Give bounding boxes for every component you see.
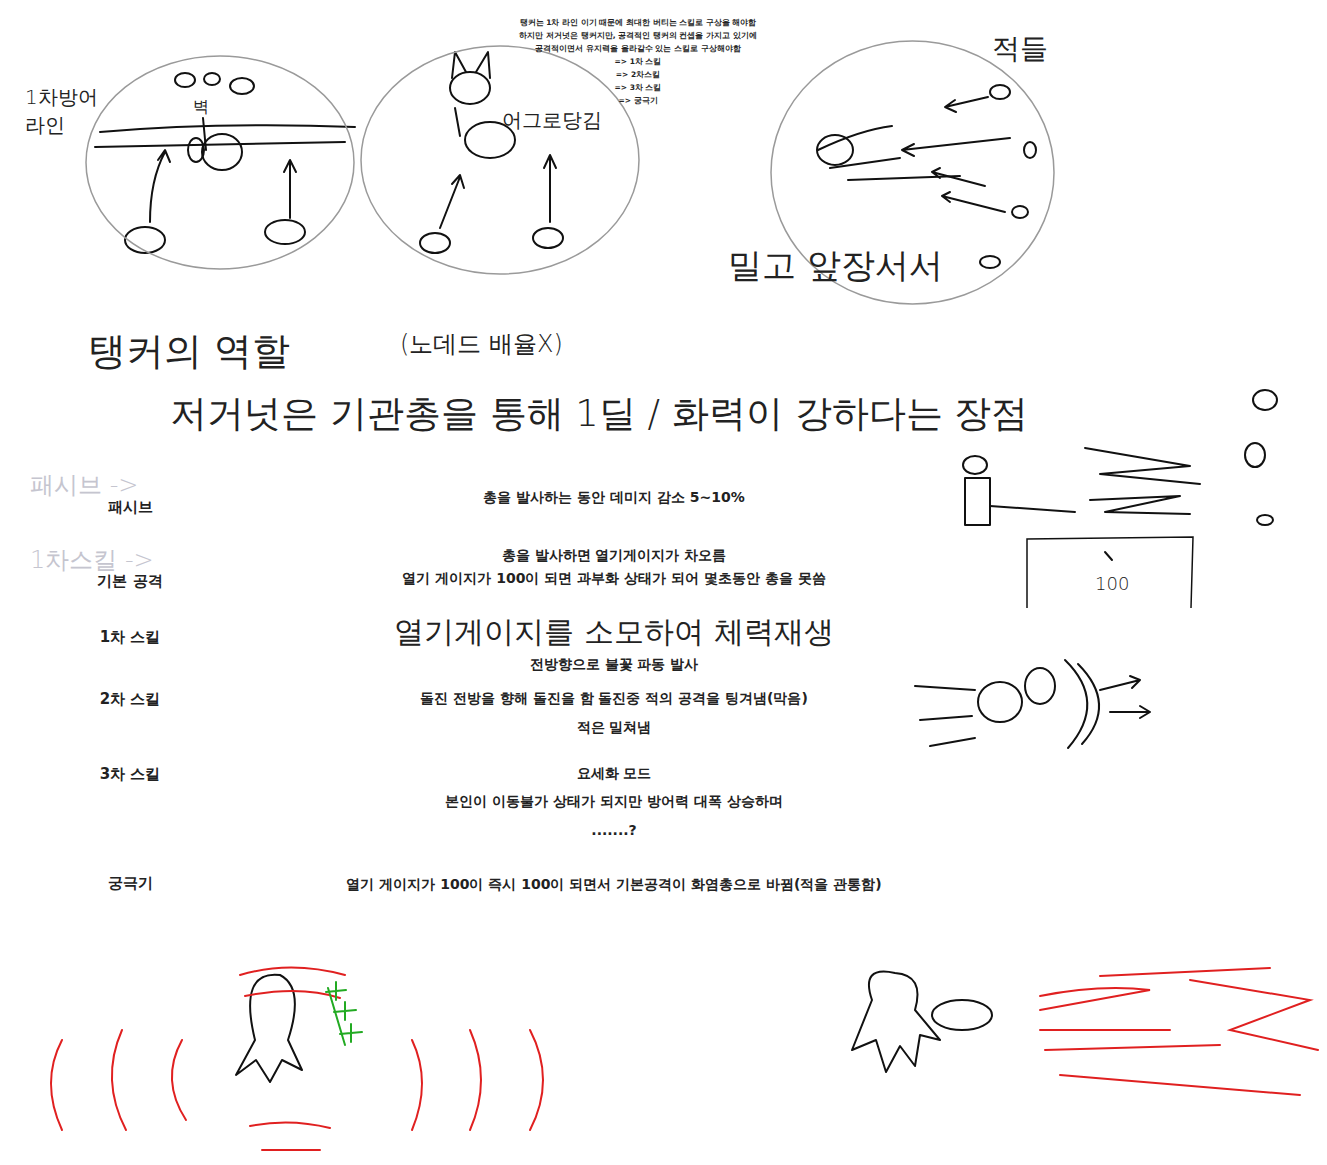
table-text: 궁극기 <box>60 874 200 892</box>
handwritten-note: 열기게이지를 소모하여 체력재생 <box>214 614 1014 650</box>
table-text: 3차 스킬 <box>60 765 200 783</box>
table-text: 적은 밀쳐냄 <box>214 719 1014 736</box>
table-text: 총을 발사하는 동안 데미지 감소 5~10% <box>214 489 1014 506</box>
scene-circle: 1차방어 라인벽 <box>85 55 355 270</box>
handwritten-note: 100 <box>1095 573 1129 595</box>
scene-circle: 적들밀고 앞장서서 <box>770 40 1055 305</box>
table-text: .......? <box>214 822 1014 839</box>
handwritten-note: 밀고 앞장서서 <box>728 245 943 286</box>
handwritten-note: 패시브 -> <box>30 471 138 500</box>
handwritten-note: 어그로당김 <box>502 108 602 132</box>
handwritten-note: 적들 <box>992 32 1048 66</box>
table-text: => 궁극기 <box>488 96 788 105</box>
handwritten-note: 벽 <box>193 97 209 116</box>
table-text: 총을 발사하면 열기게이지가 차오름 <box>214 547 1014 564</box>
handwritten-note: 탱커의 역할 <box>88 328 290 374</box>
table-text: 열기 게이지가 100이 되면 과부화 상태가 되어 몇초동안 총을 못씀 <box>214 570 1014 587</box>
node-outline <box>1025 535 1195 610</box>
handwritten-note: 1차방어 라인 <box>25 83 111 139</box>
table-text: 열기 게이지가 100이 즉시 100이 되면서 기본공격이 화염총으로 바뀜(… <box>214 876 1014 893</box>
handwritten-note: (노데드 배율X) <box>400 330 563 359</box>
table-text: 2차 스킬 <box>60 690 200 708</box>
table-text: 본인이 이동불가 상태가 되지만 방어력 대폭 상승하며 <box>214 793 1014 810</box>
table-text: => 1차 스킬 <box>488 57 788 66</box>
table-text: 전방향으로 불꽃 파동 발사 <box>214 656 1014 673</box>
handwritten-note: 1차스킬 -> <box>30 546 154 575</box>
node-outline <box>360 45 640 275</box>
table-text: 공격적이면서 유지력을 올라갈수 있는 스킬로 구상해야함 <box>488 44 788 53</box>
table-text: => 3차 스킬 <box>488 83 788 92</box>
table-text: 패시브 <box>60 498 200 516</box>
table-text: 1차 스킬 <box>60 628 200 646</box>
scene-circle: 어그로당김 <box>360 45 640 275</box>
node-outline <box>85 55 355 270</box>
table-text: => 2차스킬 <box>488 70 788 79</box>
handwritten-note: 저거넛은 기관총을 통해 1딜 / 화력이 강하다는 장점 <box>170 392 1028 436</box>
table-text: 탱커는 1차 라인 이기 때문에 최대한 버티는 스킬로 구상을 해야함 <box>488 18 788 27</box>
table-text: 기본 공격 <box>60 572 200 590</box>
gauge-box: 100 <box>1025 535 1195 610</box>
table-text: 돌진 전방을 향해 돌진을 함 돌진중 적의 공격을 팅겨냄(막음) <box>214 690 1014 707</box>
table-text: 하지만 저거넛은 탱커지만, 공격적인 탱커의 컨셉을 가지고 있기에 <box>488 31 788 40</box>
table-text: 요세화 모드 <box>214 765 1014 782</box>
